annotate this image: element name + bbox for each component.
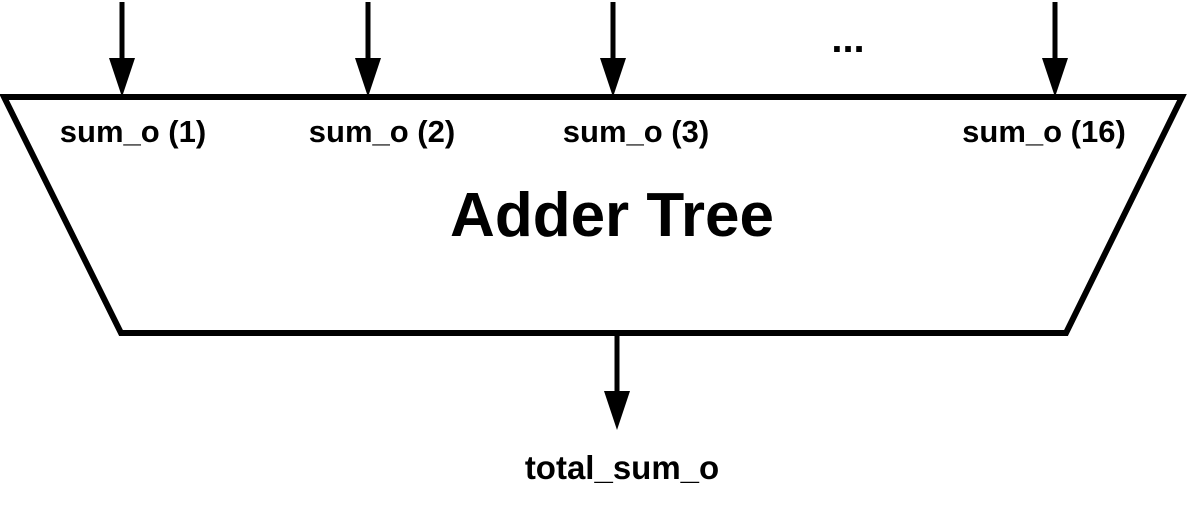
- input-arrow-1: [109, 2, 135, 97]
- input-arrow-2: [355, 2, 381, 97]
- arrowhead-icon: [1042, 58, 1068, 97]
- arrowhead-icon: [109, 58, 135, 97]
- arrowhead-icon: [355, 58, 381, 97]
- input-arrow-3: [600, 2, 626, 97]
- output-label: total_sum_o: [525, 449, 719, 486]
- input-arrow-16: [1042, 2, 1068, 97]
- arrowhead-icon: [604, 391, 630, 430]
- input-label-2: sum_o (2): [309, 114, 455, 149]
- output-arrow: [604, 333, 630, 430]
- input-ellipsis: ...: [831, 17, 864, 61]
- input-label-3: sum_o (3): [563, 114, 709, 149]
- input-label-16: sum_o (16): [962, 114, 1126, 149]
- arrowhead-icon: [600, 58, 626, 97]
- input-label-1: sum_o (1): [60, 114, 206, 149]
- adder-tree-block: [0, 94, 1187, 336]
- block-title: Adder Tree: [450, 181, 774, 250]
